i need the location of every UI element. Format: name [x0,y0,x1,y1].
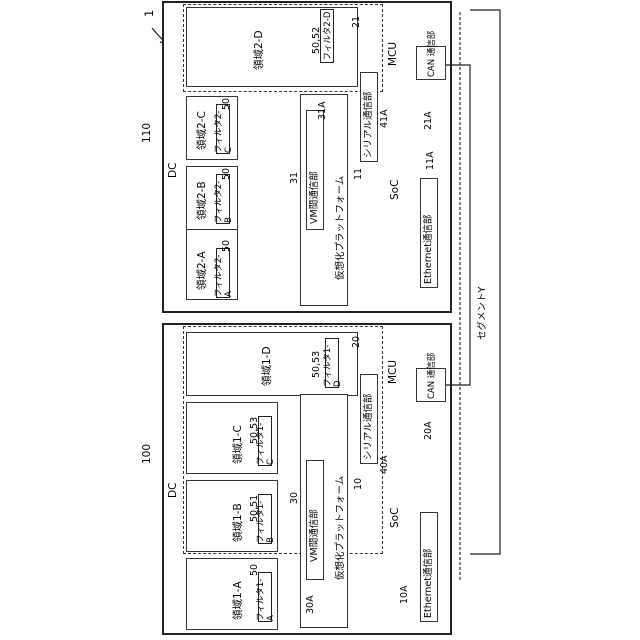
segment-label: セグメントY [478,287,488,340]
